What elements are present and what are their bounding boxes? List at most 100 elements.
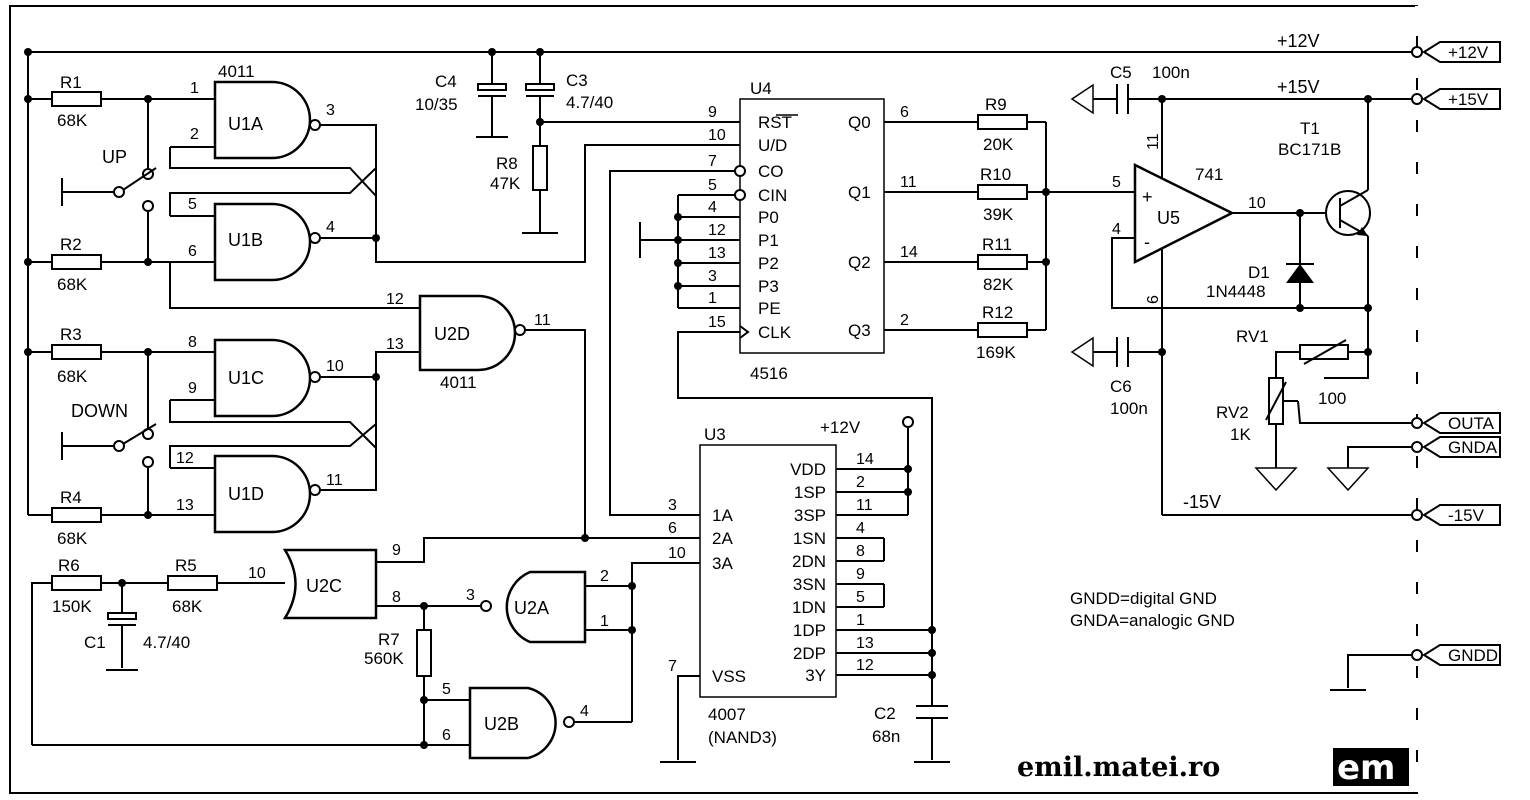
r3-ref: R3 [60,325,82,344]
pin-label: 11 [534,312,551,329]
u4-pin-name: CLK [758,323,792,342]
connector-flag [1422,88,1501,110]
pin-label: - [1144,232,1150,252]
note-gnda: GNDA=analogic GND [1070,611,1235,630]
r12-value: 169K [976,343,1016,362]
resistor-r11 [977,254,1028,270]
trimmer-rv2: RV2 1K [1216,377,1412,492]
resistor-r4 [51,507,102,523]
resistor-r1 [51,91,102,107]
resistor-r2 [51,254,102,270]
u4-pin-number: 7 [708,153,717,170]
rail-plus15: +15V [1162,77,1412,100]
pin-label: 3 [326,102,335,119]
c6-ref: C6 [1110,377,1132,396]
connector-pad [1411,417,1423,429]
ic-4011-mid: 4011 [440,373,477,392]
capacitor-c1: C1 4.7/40 [84,583,190,671]
pin-label: 10 [248,565,266,582]
u4-pin-name: CIN [758,186,787,205]
pin-label: 2 [190,126,199,143]
r10-value: 39K [983,205,1014,224]
u4-pin-number: 10 [708,127,726,144]
r10-ref: R10 [980,165,1011,184]
connector-pad [1411,93,1423,105]
rv1-value: 100 [1318,389,1346,408]
gndd-symbol [1330,654,1412,691]
gate-u1c: U1C 8 9 10 [170,334,344,418]
c2-value: 68n [872,727,900,746]
r1-value: 68K [57,111,88,130]
pin-label: 5 [442,681,451,698]
c5-ref: C5 [1110,63,1132,82]
gate-u2d: U2D 4011 12 13 11 [169,262,586,538]
connector-pad [1411,649,1423,661]
connector-pad [1411,46,1423,58]
pin-label: 4 [580,703,589,720]
u3-vcc-label: +12V [820,418,861,437]
connector-pad [1411,509,1423,521]
pin-label: 1 [190,80,199,97]
u4-pin-number: 6 [900,104,909,121]
u3-pin-number: 11 [856,497,873,514]
u3-pin-name: 1DP [793,621,826,640]
switch-up: UP [61,99,157,262]
pin-label: 10 [326,358,344,375]
u4-pin-name: P1 [758,231,779,250]
capacitor-c2: C2 68n [872,704,950,763]
gnda-symbol [1326,446,1412,492]
d1-value: 1N4448 [1206,282,1266,301]
r11-ref: R11 [982,235,1012,254]
u3-pin-name: 3SP [794,506,826,525]
opamp-u5: U5 741 + - 5 4 10 11 6 [1111,95,1372,515]
c4-value: 10/35 [415,95,458,114]
r3-value: 68K [57,367,88,386]
switch-down: DOWN [61,352,157,515]
c1-ref: C1 [84,633,106,652]
input-ladder: R1 68K R2 68K R3 68K R4 68K [24,48,215,548]
r6-value: 150K [52,597,92,616]
connector-flag [1422,644,1501,666]
diode-d1: D1 1N4448 [1206,213,1314,308]
oscillator-section: R6 150K R5 68K C1 4.7/40 U2C 10 9 8 R7 5… [31,534,700,760]
u2c-label: U2C [306,576,342,596]
r9-ref: R9 [985,95,1007,114]
u1c-label: U1C [228,368,264,388]
u4-pin-number: 5 [708,177,717,194]
connector-label: OUTA [1448,414,1495,433]
u4-ref: U4 [750,79,772,98]
u1b-label: U1B [228,230,263,250]
u4-pin-name: U/D [758,136,787,155]
u4-pin-number: 12 [708,222,726,239]
pin-label: 9 [392,542,401,559]
u3-pin-number: 14 [856,451,874,468]
u3-pin-name: 2DP [793,644,826,663]
u3-pin-name: 3Y [805,666,826,685]
ic-4007-note: (NAND3) [708,728,777,747]
gate-u1a: U1A 4011 1 2 3 [170,62,335,160]
connector-label: -15V [1448,506,1485,525]
u4-pin-name: P3 [758,277,779,296]
u4-pin-number: 2 [900,312,909,329]
capacitor-c6: C6 100n [1070,336,1162,418]
resistor-r7 [416,629,432,677]
r5-value: 68K [172,597,203,616]
u4-pin-name: RST [758,113,792,132]
u2a-label: U2A [514,598,549,618]
pin-label: 8 [188,334,197,351]
latch-up-wiring [169,124,740,263]
u3-pin-number: 1 [856,612,865,629]
u1d-label: U1D [228,484,264,504]
c5-value: 100n [1152,63,1190,82]
switch-down-label: DOWN [71,401,128,421]
gate-u2c [282,548,378,620]
pin-label: 1 [600,613,609,630]
t1-ref: T1 [1300,119,1320,138]
pin-label: 8 [392,589,401,606]
connector-flag [1422,412,1501,434]
pin-label: 13 [386,336,404,353]
